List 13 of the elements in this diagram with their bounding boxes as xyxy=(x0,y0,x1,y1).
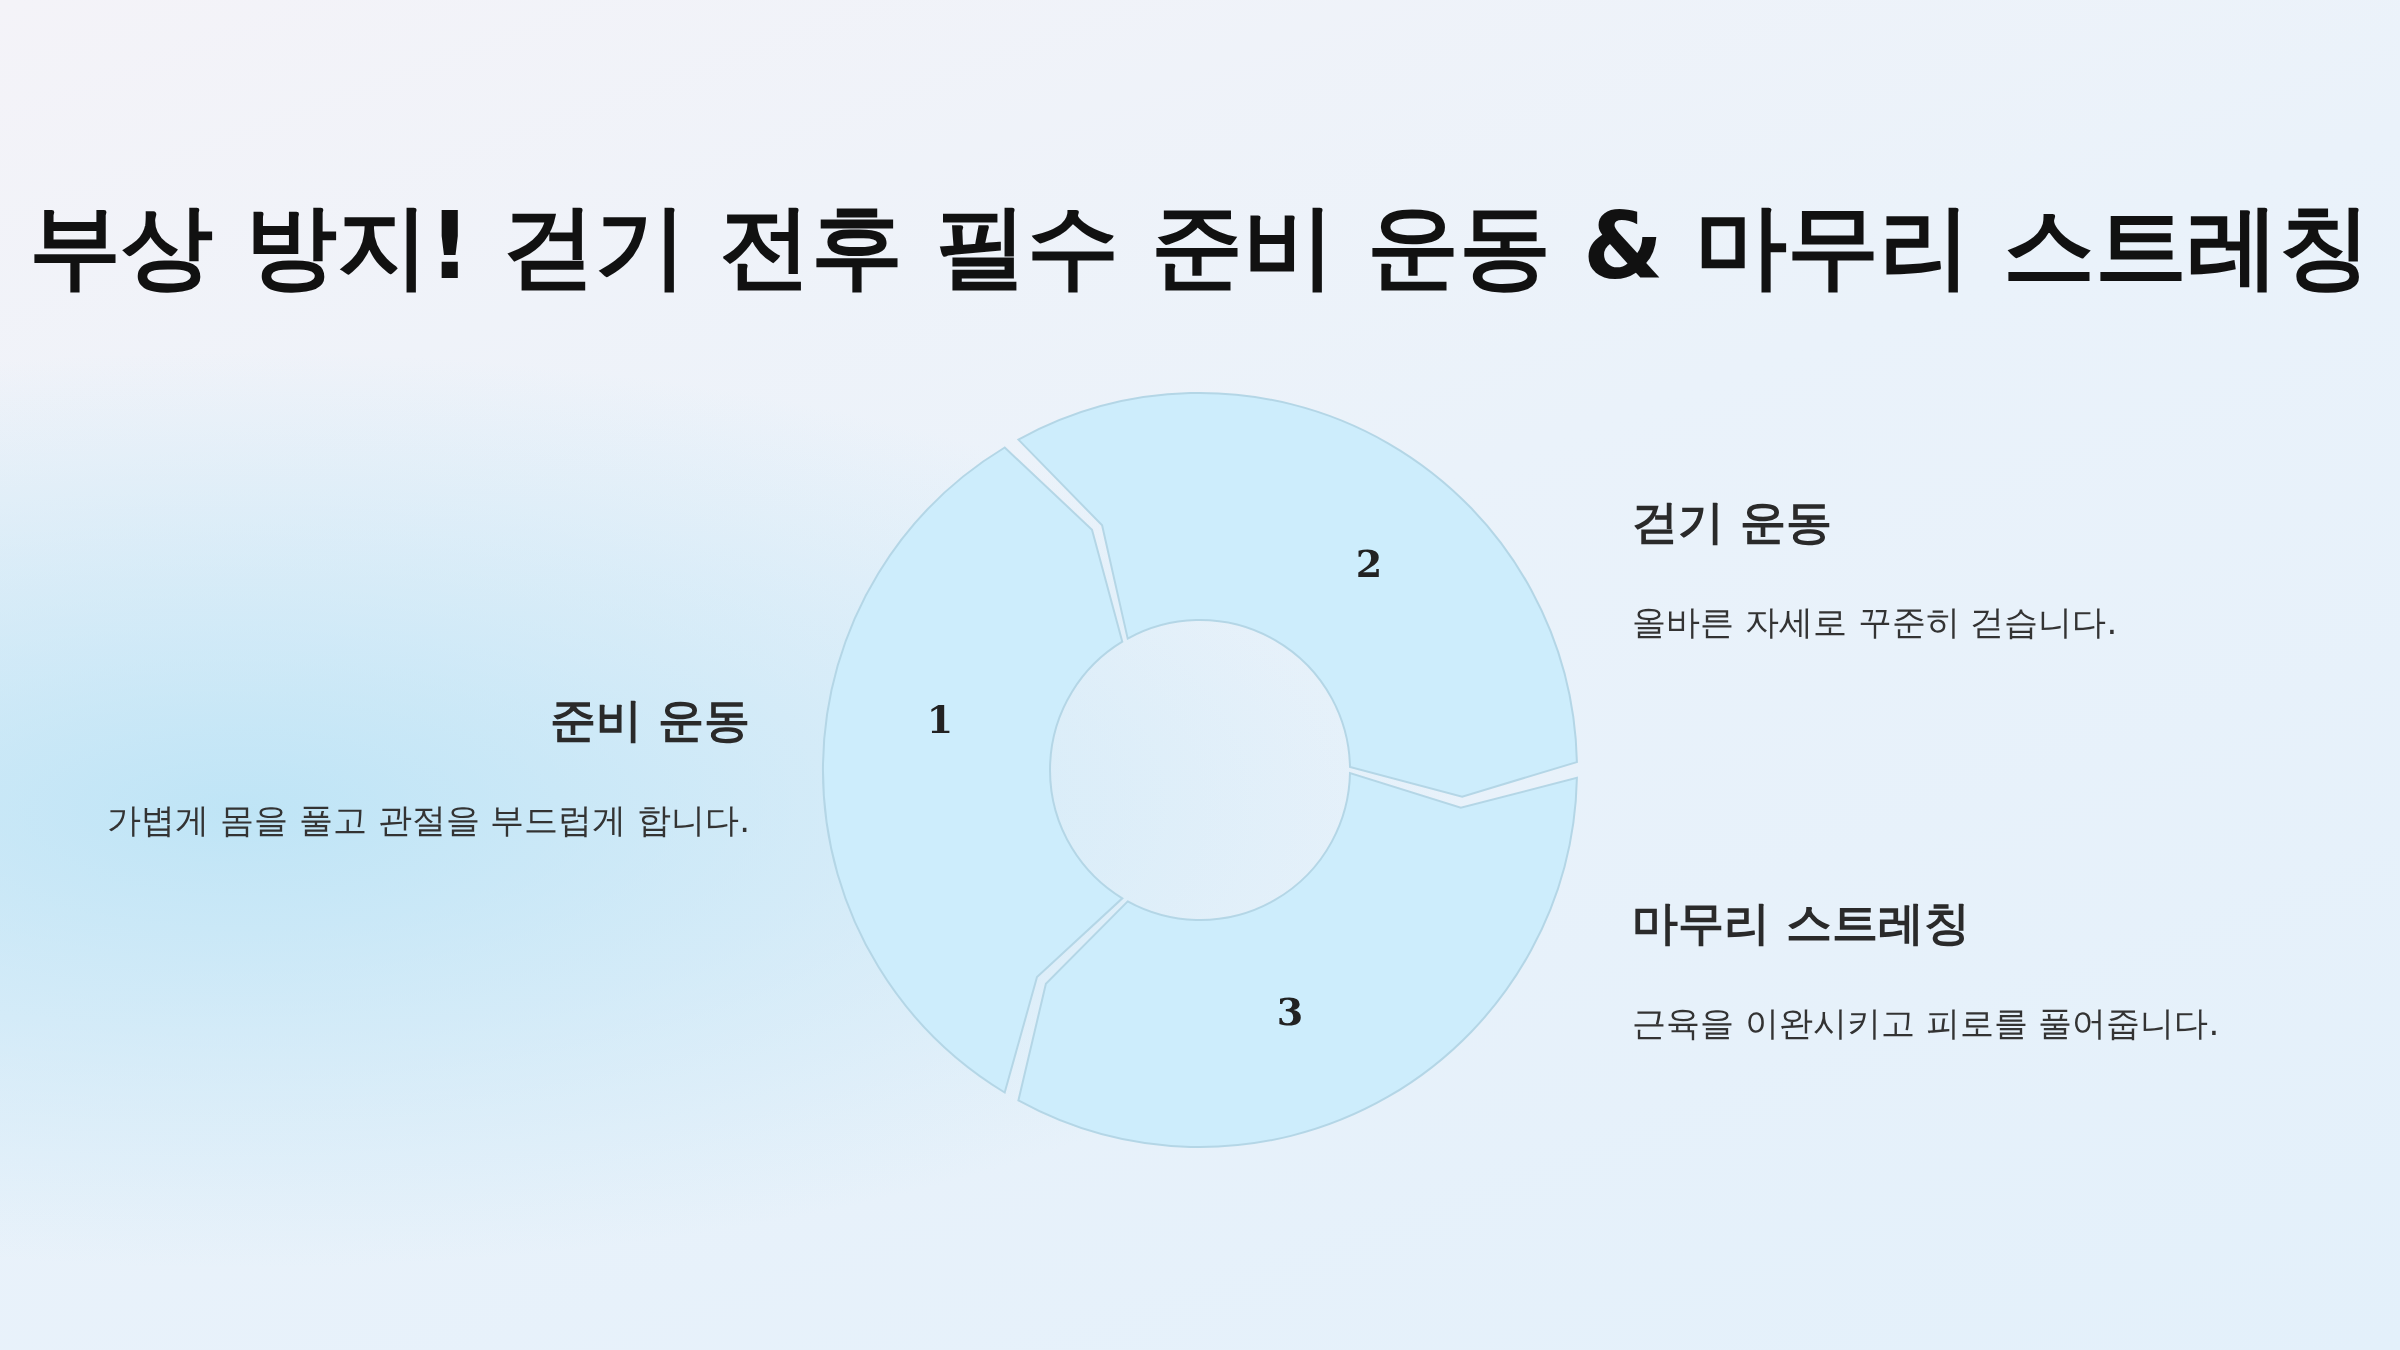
step-heading: 마무리 스트레칭 xyxy=(1632,895,1971,952)
cycle-segment xyxy=(1017,392,1578,798)
cycle-segment xyxy=(1017,772,1578,1148)
title: 부상 방지! 걷기 전후 필수 준비 운동 & 마무리 스트레칭 xyxy=(27,192,2373,302)
step-description: 올바른 자세로 꾸준히 걷습니다. xyxy=(1632,601,2119,644)
step-number: 3 xyxy=(1276,988,1304,1034)
step-heading: 걷기 운동 xyxy=(1632,494,1833,551)
step-number: 1 xyxy=(926,696,954,742)
step-description: 근육을 이완시키고 피로를 풀어줍니다. xyxy=(1632,1002,2221,1045)
cycle-segment xyxy=(821,446,1124,1094)
step-description: 가볍게 몸을 풀고 관절을 부드럽게 합니다. xyxy=(106,799,750,842)
step-heading: 준비 운동 xyxy=(549,692,750,749)
step-number: 2 xyxy=(1355,540,1383,586)
